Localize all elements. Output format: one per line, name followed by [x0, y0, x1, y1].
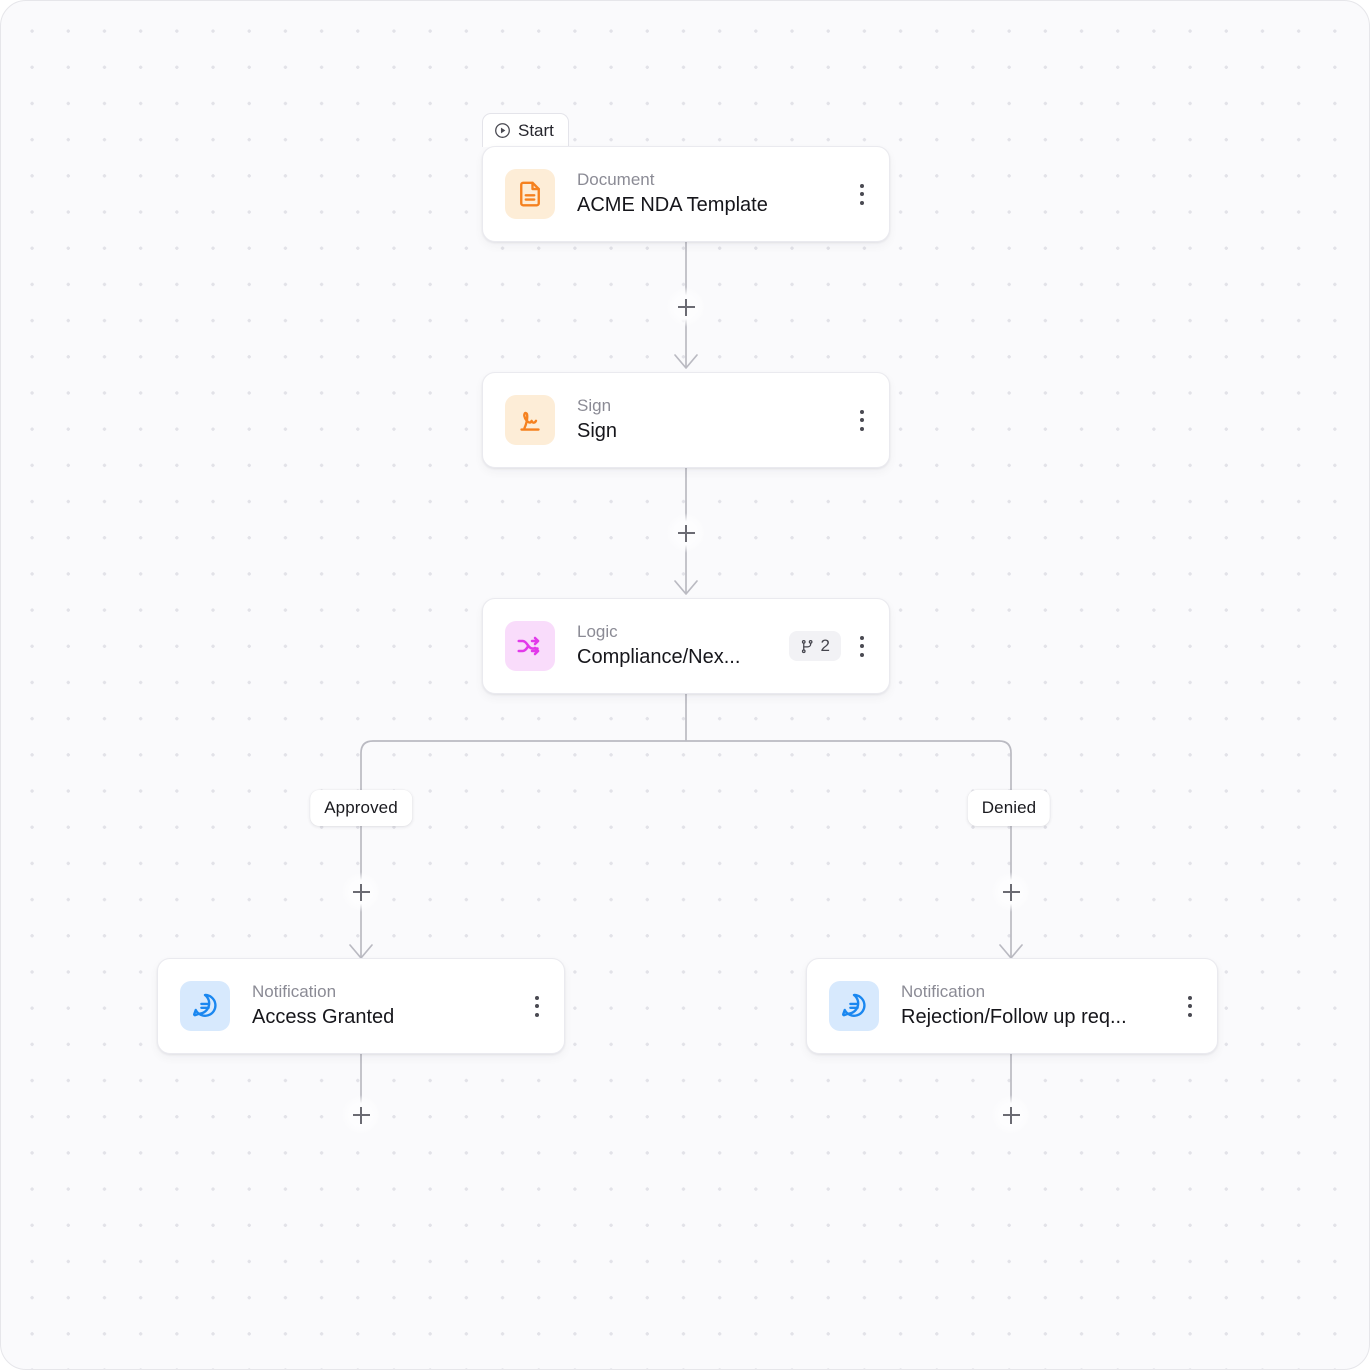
play-circle-icon — [494, 122, 511, 139]
chat-bubble-icon — [180, 981, 230, 1031]
arrowhead-sign — [674, 354, 698, 369]
kebab-menu-icon[interactable] — [1173, 985, 1207, 1027]
edge-branch-approved — [360, 740, 374, 957]
node-title-label: Rejection/Follow up req... — [901, 1006, 1127, 1029]
kebab-menu-icon[interactable] — [845, 173, 879, 215]
kebab-menu-icon[interactable] — [845, 399, 879, 441]
document-icon — [505, 169, 555, 219]
node-notification-approved-text: Notification Access Granted — [252, 981, 520, 1032]
add-node-denied-branch[interactable] — [991, 872, 1031, 912]
branch-label-approved[interactable]: Approved — [310, 790, 412, 826]
node-notification-denied[interactable]: Notification Rejection/Follow up req... — [806, 958, 1218, 1054]
arrowhead-approved — [349, 944, 373, 959]
node-title-label: ACME NDA Template — [577, 194, 768, 217]
add-node-approved-branch[interactable] — [341, 872, 381, 912]
shuffle-icon — [505, 621, 555, 671]
node-sign-text: Sign Sign — [577, 395, 845, 446]
branch-count-label: 2 — [820, 636, 830, 655]
chat-bubble-icon — [829, 981, 879, 1031]
start-tab-label: Start — [518, 120, 554, 140]
kebab-menu-icon[interactable] — [520, 985, 554, 1027]
node-logic-text: Logic Compliance/Nex... — [577, 621, 789, 672]
node-document-text: Document ACME NDA Template — [577, 169, 845, 220]
node-notification-approved[interactable]: Notification Access Granted — [157, 958, 565, 1054]
arrowhead-logic — [674, 580, 698, 595]
node-logic[interactable]: Logic Compliance/Nex... 2 — [482, 598, 890, 694]
git-branch-icon — [800, 639, 815, 654]
node-title-label: Sign — [577, 420, 618, 443]
branch-label-denied[interactable]: Denied — [967, 790, 1051, 826]
edge-branch-denied — [998, 740, 1012, 957]
node-notification-denied-text: Notification Rejection/Follow up req... — [901, 981, 1173, 1032]
node-kind-label: Sign — [577, 395, 612, 415]
kebab-menu-icon[interactable] — [845, 625, 879, 667]
add-node-after-sign[interactable] — [666, 513, 706, 553]
node-kind-label: Notification — [252, 981, 337, 1001]
node-sign[interactable]: Sign Sign — [482, 372, 890, 468]
node-kind-label: Document — [577, 169, 655, 189]
add-node-after-access-granted[interactable] — [341, 1095, 381, 1135]
add-node-after-rejection[interactable] — [991, 1095, 1031, 1135]
node-document[interactable]: Document ACME NDA Template — [482, 146, 890, 242]
add-node-after-document[interactable] — [666, 287, 706, 327]
branch-count-badge[interactable]: 2 — [788, 631, 841, 661]
node-title-label: Compliance/Nex... — [577, 646, 741, 669]
signature-icon — [505, 395, 555, 445]
arrowhead-denied — [999, 944, 1023, 959]
start-tab[interactable]: Start — [482, 113, 569, 147]
node-kind-label: Logic — [577, 621, 618, 641]
node-kind-label: Notification — [901, 981, 986, 1001]
node-title-label: Access Granted — [252, 1006, 395, 1029]
